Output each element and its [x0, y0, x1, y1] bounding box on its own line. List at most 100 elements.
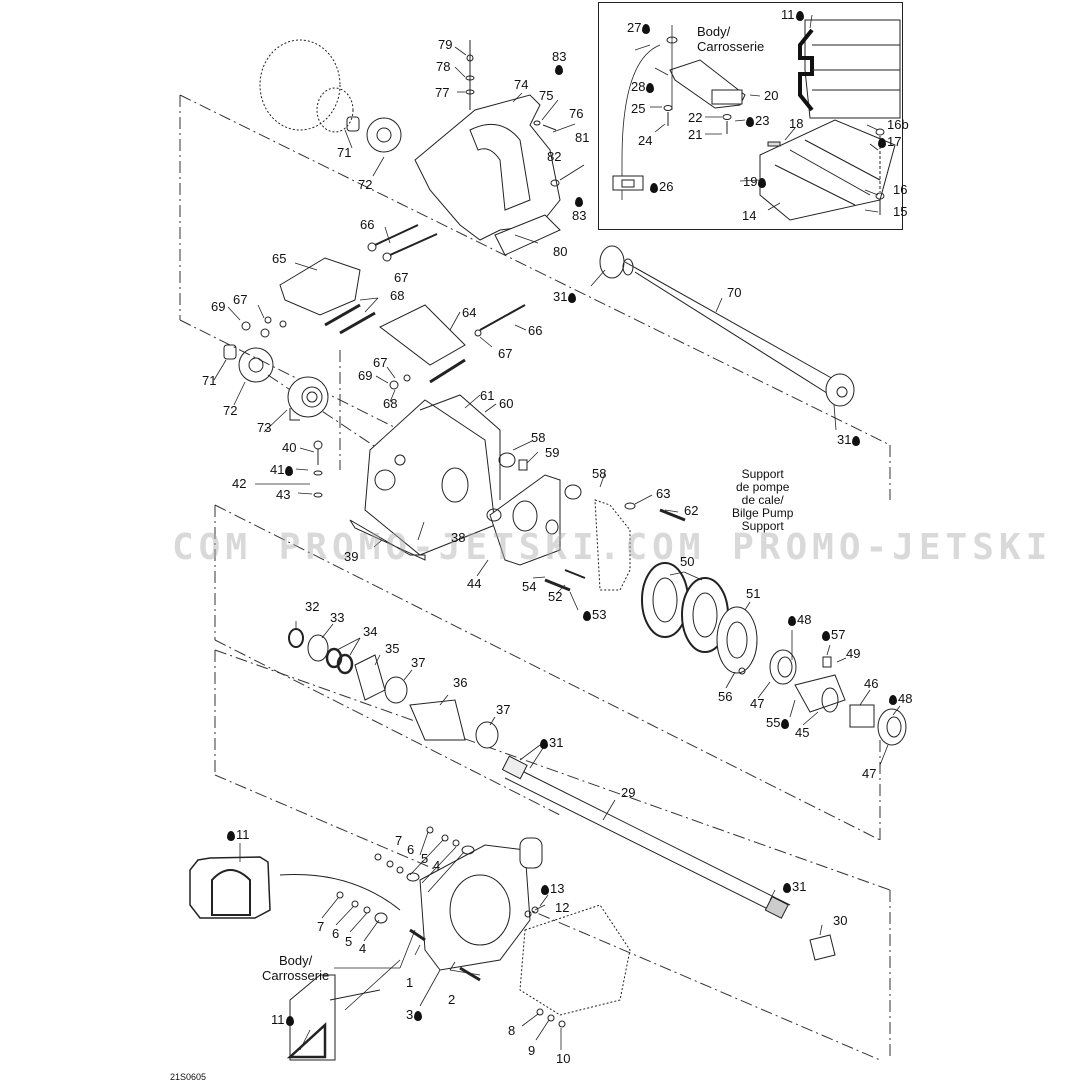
sealant-drop-icon [540, 738, 548, 749]
callout-number: 47 [750, 696, 765, 711]
pump-housing [279, 826, 631, 1028]
callout-23: 23 [745, 114, 769, 127]
sealant-drop-icon [878, 137, 886, 148]
callout-number: 52 [548, 589, 563, 604]
callout-number: 13 [550, 881, 565, 896]
callout-42: 42 [232, 477, 246, 490]
callout-71: 71 [202, 374, 216, 387]
callout-6: 6 [407, 843, 414, 856]
callout-35: 35 [385, 642, 399, 655]
callout-number: 78 [436, 59, 451, 74]
sealant-drop-icon [541, 884, 549, 895]
callout-33: 33 [330, 611, 344, 624]
sealant-drop-icon [568, 292, 577, 303]
sealant-drop-icon [758, 177, 767, 188]
callout-number: 69 [358, 368, 373, 383]
callout-48: 48 [787, 613, 811, 626]
callout-number: 24 [638, 133, 653, 148]
impeller-shaft-29 [501, 755, 836, 961]
callout-number: 9 [528, 1043, 536, 1058]
callout-number: 45 [795, 725, 810, 740]
callout-37: 37 [411, 656, 425, 669]
sealant-drop-icon [795, 10, 804, 21]
callout-67: 67 [373, 356, 387, 369]
bearing-assembly [641, 562, 907, 746]
callout-number: 58 [592, 466, 607, 481]
callout-11: 11 [226, 828, 250, 841]
callout-5: 5 [421, 852, 428, 865]
callout-number: 5 [345, 934, 353, 949]
callout-48: 48 [888, 692, 912, 705]
callout-number: 48 [797, 612, 812, 627]
callout-number: 81 [575, 130, 590, 145]
callout-number: 27 [627, 20, 642, 35]
callout-number: 53 [592, 607, 607, 622]
protective-cover [414, 40, 585, 256]
callout-36: 36 [453, 676, 467, 689]
callout-number: 16 [893, 182, 908, 197]
callout-52: 52 [548, 590, 562, 603]
callout-number: 67 [394, 270, 409, 285]
callout-41: 41 [270, 463, 294, 476]
callout-number: 44 [467, 576, 482, 591]
callout-number: 72 [223, 403, 238, 418]
sealant-drop-icon [555, 65, 564, 75]
callout-50: 50 [680, 555, 694, 568]
callout-number: 3 [406, 1007, 414, 1022]
callout-26: 26 [649, 180, 673, 193]
callout-4: 4 [359, 942, 366, 955]
callout-number: 22 [688, 110, 703, 125]
callout-number: 68 [383, 396, 398, 411]
callout-4: 4 [433, 859, 440, 872]
callout-57: 57 [821, 628, 845, 641]
callout-66: 66 [528, 324, 542, 337]
callout-68: 68 [383, 397, 397, 410]
callout-number: 37 [411, 655, 426, 670]
callout-45: 45 [795, 726, 809, 739]
callout-number: 49 [846, 646, 861, 661]
callout-13: 13 [540, 882, 564, 895]
callout-number: 63 [656, 486, 671, 501]
callout-leader-lines [213, 14, 901, 1051]
callout-56: 56 [718, 690, 732, 703]
callout-72: 72 [223, 404, 237, 417]
callout-number: 57 [831, 627, 846, 642]
callout-16: 16 [893, 183, 907, 196]
sealant-drop-icon [788, 615, 796, 626]
callout-number: 30 [833, 913, 848, 928]
callout-7: 7 [317, 920, 324, 933]
sealant-drop-icon [822, 630, 830, 641]
callout-number: 74 [514, 77, 529, 92]
callout-25: 25 [631, 102, 645, 115]
callout-8: 8 [508, 1024, 515, 1037]
callout-number: 69 [211, 299, 226, 314]
sealant-drop-icon [889, 694, 897, 705]
callout-number: 33 [330, 610, 345, 625]
callout-2: 2 [448, 993, 455, 1006]
callout-67: 67 [394, 271, 408, 284]
callout-59: 59 [545, 446, 559, 459]
callout-18: 18 [789, 117, 803, 130]
callout-83: 83 [572, 197, 586, 222]
sealant-drop-icon [575, 197, 584, 207]
callout-66: 66 [360, 218, 374, 231]
callout-67: 67 [498, 347, 512, 360]
sealant-drop-icon [285, 465, 294, 476]
callout-number: 18 [789, 116, 804, 131]
sealant-drop-icon [852, 435, 861, 446]
callout-number: 66 [360, 217, 375, 232]
callout-number: 12 [555, 900, 570, 915]
callout-43: 43 [276, 488, 290, 501]
callout-number: 11 [271, 1012, 285, 1027]
callout-number: 47 [862, 766, 877, 781]
callout-number: 48 [898, 691, 913, 706]
callout-number: 60 [499, 396, 514, 411]
callout-number: 17 [887, 134, 902, 149]
callout-5: 5 [345, 935, 352, 948]
callout-number: 19 [743, 174, 758, 189]
callout-number: 68 [390, 288, 405, 303]
callout-number: 25 [631, 101, 646, 116]
callout-80: 80 [553, 245, 567, 258]
callout-63: 63 [656, 487, 670, 500]
callout-number: 76 [569, 106, 584, 121]
